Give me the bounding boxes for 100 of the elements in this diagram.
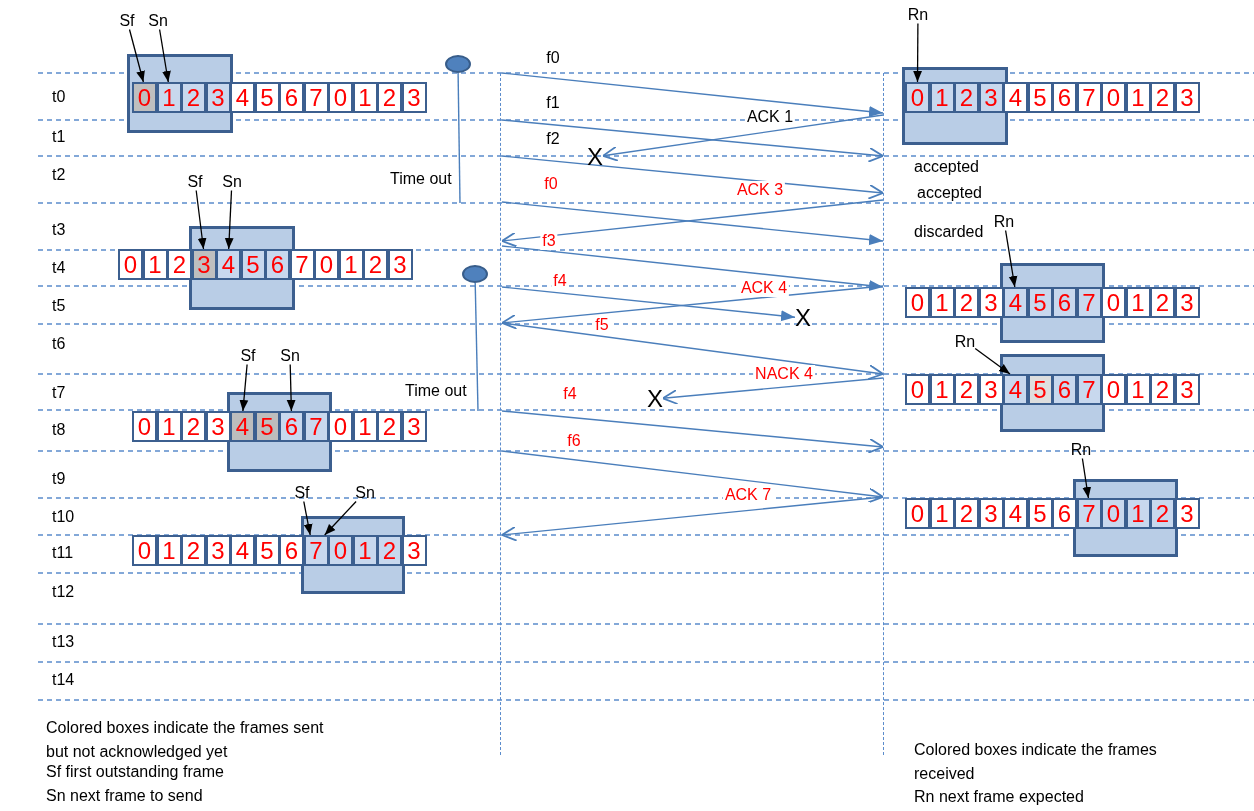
sequence-number-cell: 6 [279, 535, 304, 566]
sequence-number-cell: 0 [1101, 287, 1126, 318]
arrow [501, 245, 884, 292]
leader-line [195, 189, 207, 250]
sequence-number-cell: 1 [142, 249, 168, 280]
sequence-number-cell: 0 [328, 535, 353, 566]
sequence-number-cell: 3 [978, 374, 1004, 405]
sequence-number-cell: 2 [954, 287, 979, 318]
sequence-number-cell: 0 [905, 82, 930, 113]
arrow [501, 496, 884, 542]
sequence-number-cell: 2 [954, 374, 979, 405]
sequence-number-cell: 6 [1052, 287, 1077, 318]
leader-line [239, 363, 249, 412]
sequence-number-cell: 5 [254, 411, 280, 442]
sequence-number-cell: 7 [303, 82, 329, 113]
time-label: t9 [52, 469, 66, 488]
sequence-number-cell: 7 [303, 535, 329, 566]
note-text: Colored boxes indicate the frames sent but not acknowledged yet [46, 718, 325, 762]
sequence-number-cell: 2 [954, 498, 979, 529]
sequence-number-cell: 1 [352, 411, 378, 442]
time-label: t12 [52, 582, 75, 601]
arrow [501, 119, 884, 163]
sliding-window [227, 392, 332, 472]
sequence-number-cell: 3 [205, 82, 231, 113]
time-label: t5 [52, 296, 66, 315]
sequence-number-cell: 3 [1174, 82, 1200, 113]
sliding-window [1000, 263, 1105, 343]
sequence-number-cell: 2 [1150, 82, 1175, 113]
sequence-number-cell: 7 [303, 411, 329, 442]
leader-line [913, 22, 922, 83]
sequence-number-cell: 6 [1052, 374, 1077, 405]
sequence-number-cell: 4 [216, 249, 241, 280]
sequence-number-cell: 1 [338, 249, 364, 280]
sliding-window [189, 226, 295, 310]
sequence-number-cell: 7 [1076, 374, 1102, 405]
sequence-number-cell: 2 [1150, 287, 1175, 318]
time-label: t4 [52, 258, 66, 277]
sequence-number-cell: 2 [954, 82, 979, 113]
sequence-number-cell: 4 [230, 411, 255, 442]
sequence-number-cell: 5 [240, 249, 266, 280]
edge-label: f3 [540, 232, 558, 250]
sequence-number-cell: 3 [401, 411, 427, 442]
sequence-number-cell: 3 [978, 82, 1004, 113]
pointer-label: Sf [294, 482, 310, 502]
sequence-number-cell: 5 [1027, 287, 1053, 318]
sequence-number-cell: 4 [1003, 287, 1028, 318]
pointer-label: Sf [187, 171, 203, 191]
sequence-number-cell: 3 [205, 411, 231, 442]
sequence-number-cell: 6 [279, 411, 304, 442]
sequence-number-cell: 0 [905, 498, 930, 529]
time-label: t14 [52, 670, 75, 689]
leader-line [1004, 229, 1018, 288]
sequence-number-cell: 3 [205, 535, 231, 566]
pointer-label: Sf [119, 10, 135, 30]
pointer-label: Sn [280, 345, 300, 365]
timeout-label: Time out [390, 169, 452, 188]
sequence-number-cell: 1 [352, 82, 378, 113]
arrow [501, 410, 884, 454]
pointer-label: Sn [222, 171, 242, 191]
sequence-number-cell: 0 [1101, 498, 1126, 529]
lifeline [883, 73, 885, 755]
sequence-number-cell: 1 [929, 82, 955, 113]
sequence-number-cell: 7 [1076, 287, 1102, 318]
timer-line [457, 72, 461, 204]
timer-dot [445, 55, 471, 73]
sequence-number-cell: 0 [1101, 374, 1126, 405]
sequence-number-cell: 3 [978, 498, 1004, 529]
leader-line [158, 28, 171, 83]
note-text: Rn next frame expected [914, 787, 1084, 806]
sequence-number-cell: 0 [118, 249, 143, 280]
sliding-window [902, 67, 1008, 145]
sequence-number-cell: 3 [401, 82, 427, 113]
sequence-number-cell: 1 [156, 535, 182, 566]
sliding-window [301, 516, 405, 594]
sequence-number-cell: 4 [230, 535, 255, 566]
pointer-label: Rn [954, 331, 976, 351]
sequence-number-cell: 2 [1150, 374, 1175, 405]
sequence-number-cell: 1 [156, 411, 182, 442]
time-label: t11 [52, 543, 74, 562]
sequence-number-cell: 1 [929, 374, 955, 405]
loss-mark: X [587, 145, 603, 169]
sequence-number-cell: 0 [905, 374, 930, 405]
sequence-number-cell: 1 [1125, 287, 1151, 318]
sequence-number-cell: 4 [230, 82, 255, 113]
loss-mark: X [647, 387, 663, 411]
arrow [501, 155, 884, 200]
arrow [501, 72, 884, 118]
status-label: accepted [914, 157, 979, 176]
sequence-number-cell: 3 [401, 535, 427, 566]
sequence-number-cell: 3 [978, 287, 1004, 318]
sequence-number-cell: 4 [1003, 82, 1028, 113]
sequence-number-cell: 1 [156, 82, 182, 113]
note-text: Colored boxes indicate the frames received [914, 740, 1158, 784]
sequence-number-cell: 1 [929, 498, 955, 529]
sequence-number-cell: 6 [1052, 498, 1077, 529]
sequence-number-cell: 4 [1003, 374, 1028, 405]
edge-label: f4 [551, 272, 569, 290]
pointer-label: Sf [240, 345, 256, 365]
leader-line [1081, 457, 1092, 499]
sequence-number-cell: 5 [1027, 82, 1053, 113]
